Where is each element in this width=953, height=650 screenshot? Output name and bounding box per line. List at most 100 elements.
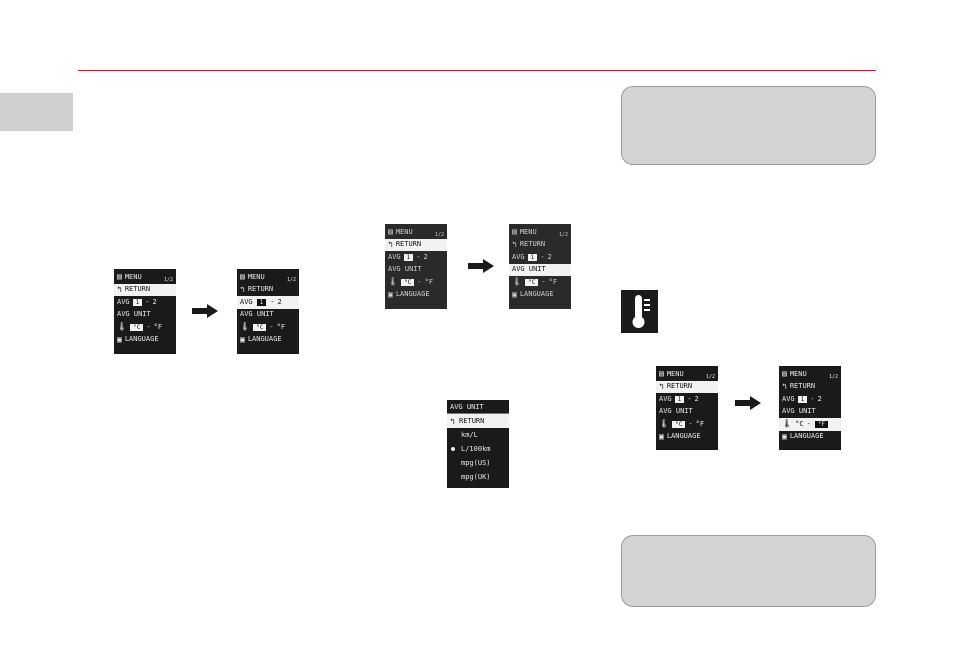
- avg-selected: 1: [527, 253, 538, 261]
- temp-row[interactable]: 🌡 °C - °F: [779, 418, 841, 431]
- menu-title-row: ▤ MENU 1/2: [659, 368, 715, 381]
- language-row[interactable]: ▣ LANGUAGE: [659, 431, 715, 444]
- return-label: RETURN: [247, 285, 274, 294]
- return-arrow-icon: ↰: [782, 381, 787, 391]
- language-icon: ▣: [512, 289, 517, 299]
- avg-row[interactable]: AVG 1 - 2: [782, 393, 838, 406]
- avg-other: 2: [817, 394, 822, 403]
- page-indicator: 1/2: [828, 373, 838, 380]
- return-arrow-icon: ↰: [659, 381, 664, 391]
- avg-unit-row[interactable]: AVG UNIT: [659, 406, 715, 419]
- temp-sep: -: [417, 277, 422, 286]
- avg-other: 2: [694, 394, 699, 403]
- page-indicator: 1/2: [286, 276, 296, 283]
- avg-separator: -: [810, 394, 815, 403]
- avg-label: AVG: [240, 297, 253, 306]
- avg-unit-row[interactable]: AVG UNIT: [240, 309, 296, 322]
- temp-c: °C: [401, 278, 415, 286]
- return-row[interactable]: ↰ RETURN: [385, 238, 447, 251]
- right-arrow-icon: [735, 396, 761, 410]
- return-arrow-icon: ↰: [117, 284, 122, 294]
- menu-screen-2b: ▤ MENU 1/2 ↰ RETURN AVG 1 - 2 AVG UNIT 🌡…: [509, 224, 571, 309]
- unit-option-mpg-us[interactable]: mpg(US): [447, 456, 509, 470]
- avg-label: AVG: [512, 252, 525, 261]
- avg-row[interactable]: AVG 1 - 2: [512, 251, 568, 264]
- avg-row[interactable]: AVG 1 - 2: [237, 296, 299, 309]
- avg-unit-row[interactable]: AVG UNIT: [782, 406, 838, 419]
- menu-icon: ▤: [512, 227, 517, 237]
- temp-sep: -: [806, 419, 811, 428]
- avg-unit-label: AVG UNIT: [659, 407, 693, 416]
- language-row[interactable]: ▣ LANGUAGE: [512, 289, 568, 302]
- language-row[interactable]: ▣ LANGUAGE: [782, 431, 838, 444]
- avg-selected: 1: [403, 253, 414, 261]
- avg-unit-label: AVG UNIT: [240, 310, 274, 319]
- avg-selected: 1: [674, 395, 685, 403]
- temp-f: °F: [153, 322, 163, 331]
- temp-row[interactable]: 🌡 °C - °F: [117, 321, 173, 334]
- menu-title-row: ▤ MENU 1/2: [240, 271, 296, 284]
- language-label: LANGUAGE: [395, 290, 430, 299]
- menu-title-row: ▤ MENU 1/2: [512, 226, 568, 239]
- avg-label: AVG: [388, 252, 401, 261]
- right-arrow-icon: [468, 259, 494, 273]
- unit-option-label: mpg(US): [461, 459, 491, 467]
- avg-label: AVG: [659, 394, 672, 403]
- thermometer-icon: 🌡: [512, 277, 523, 287]
- avg-row[interactable]: AVG 1 - 2: [388, 251, 444, 264]
- temp-c: °C: [672, 420, 686, 428]
- language-label: LANGUAGE: [666, 432, 701, 441]
- language-row[interactable]: ▣ LANGUAGE: [117, 334, 173, 347]
- temp-f: °F: [813, 419, 830, 429]
- language-row[interactable]: ▣ LANGUAGE: [388, 289, 444, 302]
- return-arrow-icon: ↰: [240, 284, 245, 294]
- avg-unit-row[interactable]: AVG UNIT: [509, 263, 571, 276]
- avg-row[interactable]: AVG 1 - 2: [117, 296, 173, 309]
- temp-row[interactable]: 🌡 °C - °F: [659, 418, 715, 431]
- avg-unit-row[interactable]: AVG UNIT: [117, 309, 173, 322]
- temp-row[interactable]: 🌡 °C - °F: [240, 321, 296, 334]
- note-box-bottom: [621, 535, 876, 607]
- avg-separator: -: [416, 252, 421, 261]
- unit-option-label: mpg(UK): [461, 473, 491, 481]
- unit-option-label: RETURN: [459, 417, 485, 425]
- avg-selected: 1: [797, 395, 808, 403]
- avg-other: 2: [547, 252, 552, 261]
- unit-option-kml[interactable]: km/L: [447, 428, 509, 442]
- return-row[interactable]: ↰ RETURN: [782, 381, 838, 394]
- unit-option-label: L/100km: [461, 445, 491, 453]
- avg-separator: -: [540, 252, 545, 261]
- temp-c: °C: [795, 419, 804, 428]
- menu-title: MENU: [395, 227, 413, 236]
- menu-icon: ▤: [388, 227, 393, 237]
- return-row[interactable]: ↰ RETURN: [656, 380, 718, 393]
- return-row[interactable]: ↰ RETURN: [114, 283, 176, 296]
- page-indicator: 1/2: [163, 276, 173, 283]
- language-row[interactable]: ▣ LANGUAGE: [240, 334, 296, 347]
- return-arrow-icon: ↰: [388, 239, 393, 249]
- avg-selected: 1: [132, 298, 143, 306]
- return-label: RETURN: [789, 382, 816, 391]
- return-label: RETURN: [124, 285, 151, 294]
- menu-screen-3a: ▤ MENU 1/2 ↰ RETURN AVG 1 - 2 AVG UNIT 🌡…: [656, 366, 718, 450]
- unit-option-return[interactable]: ↰ RETURN: [447, 414, 509, 428]
- unit-option-l100km[interactable]: L/100km: [447, 442, 509, 456]
- unit-option-mpg-uk[interactable]: mpg(UK): [447, 470, 509, 484]
- return-row[interactable]: ↰ RETURN: [240, 284, 296, 297]
- language-label: LANGUAGE: [789, 432, 824, 441]
- temp-row[interactable]: 🌡 °C - °F: [512, 276, 568, 289]
- note-box-top: [621, 86, 876, 165]
- avg-selected: 1: [255, 297, 268, 307]
- temp-c: °C: [525, 278, 539, 286]
- temp-row[interactable]: 🌡 °C - °F: [388, 276, 444, 289]
- language-icon: ▣: [240, 334, 245, 344]
- menu-icon: ▤: [240, 272, 245, 282]
- language-label: LANGUAGE: [247, 335, 282, 344]
- return-arrow-icon: ↰: [450, 416, 455, 426]
- unit-list-header: AVG UNIT: [447, 400, 509, 414]
- avg-unit-row[interactable]: AVG UNIT: [388, 264, 444, 277]
- return-row[interactable]: ↰ RETURN: [512, 239, 568, 252]
- language-label: LANGUAGE: [124, 335, 159, 344]
- menu-title: MENU: [789, 369, 807, 378]
- avg-row[interactable]: AVG 1 - 2: [659, 393, 715, 406]
